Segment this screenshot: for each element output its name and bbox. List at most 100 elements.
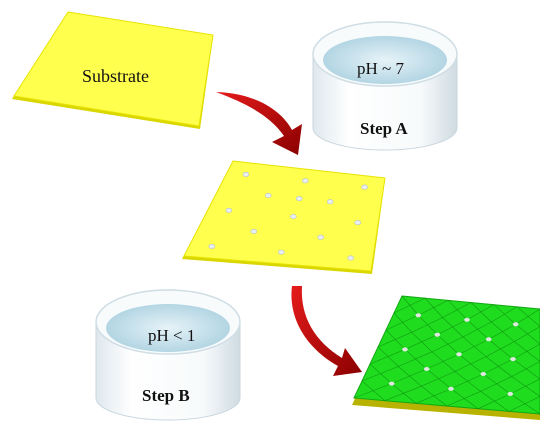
network-line [512, 358, 540, 380]
green-film-plate [352, 295, 540, 420]
adsorbed-dot [289, 214, 297, 220]
film-dot [480, 372, 487, 376]
network-line [384, 385, 422, 401]
network-line [491, 321, 515, 342]
network-line [361, 366, 399, 382]
adsorbed-dot [242, 171, 250, 177]
film-dot [388, 381, 395, 386]
network-line [426, 353, 460, 370]
adsorbed-dot [208, 243, 216, 249]
network-line [466, 319, 489, 340]
adsorbed-dot [277, 249, 285, 255]
network-line [353, 383, 392, 399]
adsorbed-dot [301, 178, 309, 184]
network-line [393, 312, 412, 333]
network-line [477, 393, 511, 409]
network-line [431, 336, 464, 353]
network-line [515, 308, 540, 325]
network-line [466, 304, 495, 321]
network-line [462, 321, 492, 338]
network-line [458, 354, 484, 375]
network-line [431, 351, 456, 372]
adsorbed-dot [225, 207, 233, 213]
film-dot [423, 367, 430, 371]
network-line [454, 371, 481, 392]
network-line [514, 326, 540, 342]
network-line [442, 317, 464, 338]
network-line [442, 302, 472, 318]
adsorbed-dot [250, 228, 258, 234]
network-line [398, 351, 433, 367]
network-line [424, 297, 443, 318]
adsorbed-dot [264, 193, 272, 199]
network-line [510, 378, 540, 395]
network-line [458, 339, 489, 355]
substrate-plate: Substrate [12, 11, 214, 129]
substrate-label: Substrate [82, 66, 149, 86]
network-line [393, 297, 426, 314]
network-line [377, 332, 412, 348]
network-line [454, 356, 487, 372]
network-line [418, 300, 449, 316]
network-line [415, 388, 452, 404]
step-b-ph-label: pH < 1 [148, 326, 195, 345]
network-line [491, 306, 518, 323]
network-line [437, 319, 468, 335]
network-line [401, 295, 419, 316]
petri-dish-step-b: pH < 1 Step B [95, 289, 241, 421]
network-line [411, 317, 443, 333]
network-line [488, 339, 514, 360]
film-dot [402, 347, 408, 352]
step-b-label: Step B [142, 386, 190, 405]
network-line [511, 361, 540, 377]
network-line [493, 304, 516, 325]
network-line [508, 396, 540, 412]
network-line [418, 315, 438, 335]
network-line [450, 388, 479, 409]
network-line [485, 341, 515, 357]
network-line [512, 343, 540, 360]
network-line [426, 368, 452, 389]
adsorbed-dot [295, 196, 303, 202]
film-dot [512, 322, 519, 327]
adsorbed-dots [208, 171, 368, 261]
network-line [470, 302, 492, 323]
network-line [515, 324, 540, 345]
adsorbed-dot [361, 184, 368, 190]
adsorbed-dot [354, 220, 362, 226]
network-line [485, 356, 512, 377]
network-line [511, 376, 540, 397]
network-line [480, 376, 512, 392]
network-line [369, 349, 406, 365]
film-dot [456, 352, 462, 357]
film-network [353, 295, 540, 415]
network-line [447, 300, 468, 320]
network-line [483, 373, 511, 395]
network-line [385, 314, 419, 331]
network-line [488, 323, 516, 340]
curved-arrow-icon [291, 286, 362, 376]
network-line [510, 393, 540, 415]
adsorbed-dot [317, 234, 325, 240]
network-line [385, 329, 406, 350]
network-line [404, 349, 427, 370]
network-line [483, 358, 514, 375]
film-dot [485, 337, 492, 342]
network-line [480, 391, 510, 412]
adsorbed-dot [326, 199, 334, 205]
adsorbed-dot [347, 255, 355, 261]
petri-dish-step-a: pH ~ 7 Step A [312, 21, 458, 151]
network-line [462, 336, 487, 357]
film-dot [415, 313, 422, 318]
film-dot [507, 391, 514, 396]
network-line [516, 306, 540, 327]
step-a-label: Step A [360, 119, 408, 138]
network-line [411, 332, 433, 353]
network-line [450, 373, 484, 390]
network-line [437, 334, 460, 355]
dotted-substrate-plate [182, 160, 386, 274]
step-a-ph-label: pH ~ 7 [357, 59, 404, 78]
network-line [514, 341, 540, 362]
network-line [391, 368, 427, 384]
